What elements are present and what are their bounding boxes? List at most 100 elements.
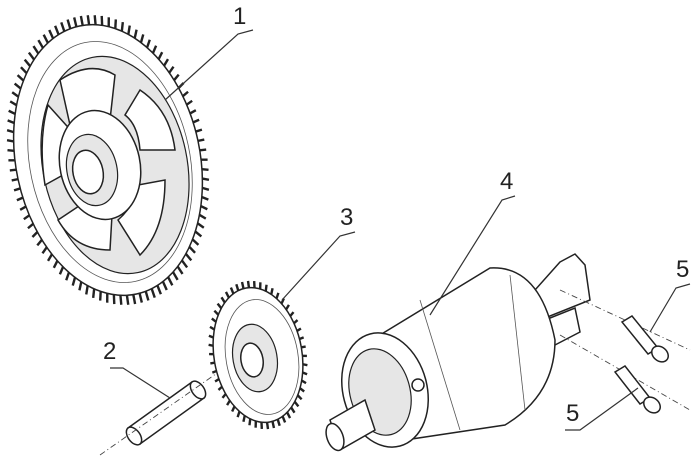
gear-tooth [7,119,15,125]
gear-tooth [200,204,208,211]
part-3-small-gear [208,280,308,430]
gear-tooth [296,394,303,401]
gear-tooth [264,284,268,292]
gear-tooth [58,266,65,275]
gear-tooth [11,177,19,182]
gear-tooth [281,415,287,423]
gear-tooth [7,149,15,153]
gear-tooth [52,260,59,269]
callout-3: 3 [340,204,354,231]
gear-tooth [132,294,137,305]
gear-tooth [176,265,184,275]
gear-tooth [194,230,203,238]
gear-tooth [138,292,143,303]
gear-tooth [13,82,22,90]
gear-tooth [6,129,15,134]
callout-2: 2 [103,338,117,365]
gear-tooth [184,253,193,262]
gear-tooth [189,109,197,115]
gear-tooth [185,99,193,106]
gear-tooth [197,138,205,143]
gear-tooth [173,73,180,81]
gear-tooth [280,297,285,305]
gear-tooth [276,418,281,427]
gear-tooth [248,418,252,426]
gear-tooth [161,281,168,291]
gear-tooth [195,128,203,133]
gear-tooth [213,309,220,316]
gear-tooth [270,288,274,295]
gear-tooth [150,288,156,299]
gear-tooth [290,406,296,414]
gear-tooth [265,422,270,430]
callout-1: 1 [233,3,247,30]
gear-tooth [54,25,60,36]
gear-tooth [73,17,78,28]
gear-tooth [157,51,164,60]
gear-tooth [211,317,217,323]
gear-tooth [242,415,246,422]
gear-tooth [191,238,200,246]
gear-tooth [246,280,251,288]
gear-tooth [172,271,179,281]
gear-tooth [16,74,25,82]
gear-tooth [163,58,170,67]
callout-5-lower: 5 [566,400,580,427]
gear-tooth [199,148,207,152]
gear-tooth [6,138,14,143]
gear-tooth [285,304,290,311]
gear-tooth [139,34,145,43]
gear-tooth [27,51,36,61]
gear-tooth [226,399,231,406]
gear-tooth [216,302,223,310]
gear-tooth [16,196,24,202]
gear-tooth [32,45,40,55]
gear-tooth [13,187,21,192]
gear-tooth [271,421,276,429]
gear-tooth [188,245,196,254]
gear-tooth [229,287,235,295]
gear-tooth [236,411,241,418]
gear-tooth [125,295,130,305]
part-2-pin [99,349,251,456]
gear-tooth [79,15,84,26]
gear-tooth [144,290,150,301]
gear-tooth [36,239,43,247]
gear-tooth [60,21,66,32]
gear-tooth [196,222,205,229]
gear-tooth [151,45,158,54]
part-4-starter-motor [325,253,691,452]
gear-tooth [127,25,131,35]
gear-tooth [235,283,240,292]
gear-tooth [299,387,305,393]
gear-tooth [220,296,226,304]
gear-tooth [156,284,162,295]
gear-tooth [20,66,28,75]
gear-tooth [19,205,27,211]
gear-tooth [286,411,292,419]
gear-tooth [192,118,200,124]
gear-tooth [9,100,18,107]
gear-tooth [78,281,83,291]
gear-tooth [240,281,245,289]
gear-tooth [85,285,89,295]
gear-tooth [182,90,189,98]
gear-tooth [224,291,230,299]
gear-tooth [41,246,48,255]
gear-tooth [119,295,123,305]
gear-tooth [9,168,17,172]
gear-tooth [275,292,280,299]
gear-tooth [65,271,71,281]
leader-lines [110,29,691,431]
gear-tooth [86,15,91,25]
gear-tooth [114,19,118,29]
gear-tooth [293,400,300,408]
gear-tooth [31,231,39,238]
gear-tooth [48,29,55,39]
gear-tooth [27,222,34,230]
gear-tooth [202,177,210,182]
gear-tooth [37,39,44,49]
callout-4: 4 [500,168,514,195]
